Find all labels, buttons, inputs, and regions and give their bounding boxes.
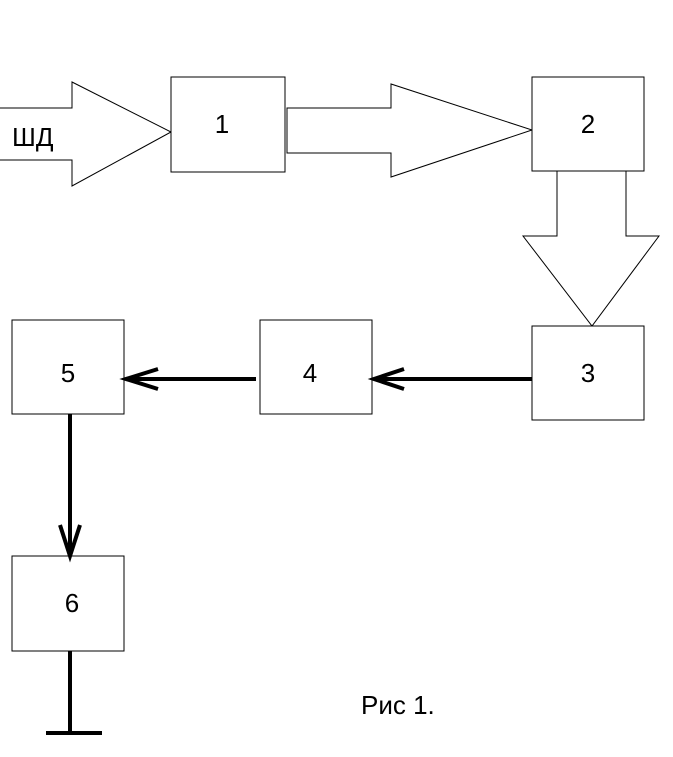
arrow-4-to-5 bbox=[119, 367, 256, 391]
block-4: 4 bbox=[259, 319, 373, 415]
arrow-2-to-3 bbox=[521, 169, 660, 327]
input-arrow bbox=[0, 81, 173, 187]
block-2: 2 bbox=[531, 76, 645, 172]
block-1: 1 bbox=[170, 76, 286, 173]
block-6: 6 bbox=[11, 555, 125, 652]
ground-symbol bbox=[46, 651, 102, 735]
block-3: 3 bbox=[531, 325, 645, 421]
arrow-1-to-2 bbox=[286, 83, 534, 178]
block-6-label: 6 bbox=[65, 588, 79, 618]
block-2-label: 2 bbox=[581, 109, 595, 139]
block-1-label: 1 bbox=[215, 109, 229, 139]
figure-caption: Рис 1. bbox=[361, 690, 435, 720]
block-3-label: 3 bbox=[581, 358, 595, 388]
block-5: 5 bbox=[11, 319, 125, 415]
arrow-5-to-6 bbox=[58, 414, 82, 563]
block-4-label: 4 bbox=[303, 358, 317, 388]
input-label: ШД bbox=[12, 122, 54, 152]
arrow-3-to-4 bbox=[367, 367, 532, 391]
block-5-label: 5 bbox=[61, 358, 75, 388]
